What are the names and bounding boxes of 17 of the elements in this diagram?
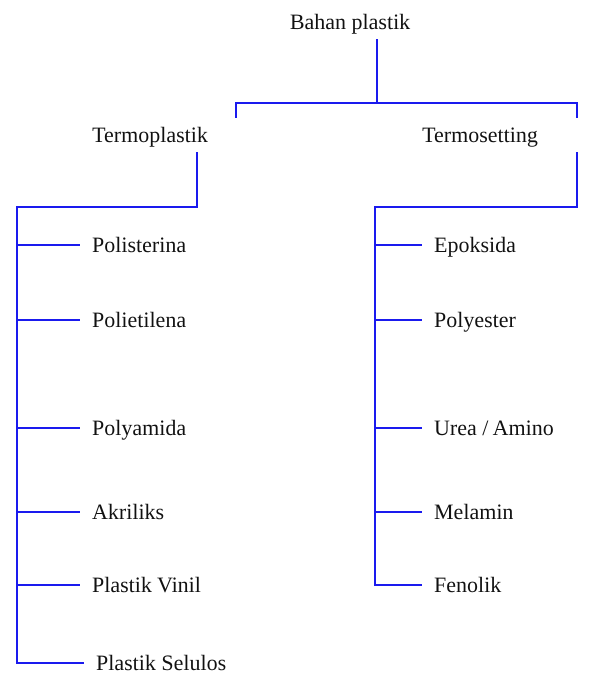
node-label: Epoksida — [434, 232, 516, 258]
node-label: Polisterina — [92, 232, 186, 258]
node-label: Polyester — [434, 307, 516, 333]
node-label: Melamin — [434, 499, 514, 525]
node-label: Polyamida — [92, 415, 186, 441]
node-label: Plastik Selulos — [96, 650, 226, 676]
node-label: Akriliks — [92, 499, 164, 525]
node-label: Fenolik — [434, 572, 502, 598]
node-label: Urea / Amino — [434, 415, 554, 441]
node-label: Termoplastik — [92, 122, 208, 148]
node-label: Polietilena — [92, 307, 186, 333]
node-label: Plastik Vinil — [92, 572, 201, 598]
connector-line — [16, 152, 198, 664]
connector-line — [376, 39, 578, 118]
connector-line — [374, 152, 578, 586]
node-label: Termosetting — [422, 122, 538, 148]
node-label: Bahan plastik — [290, 9, 410, 35]
